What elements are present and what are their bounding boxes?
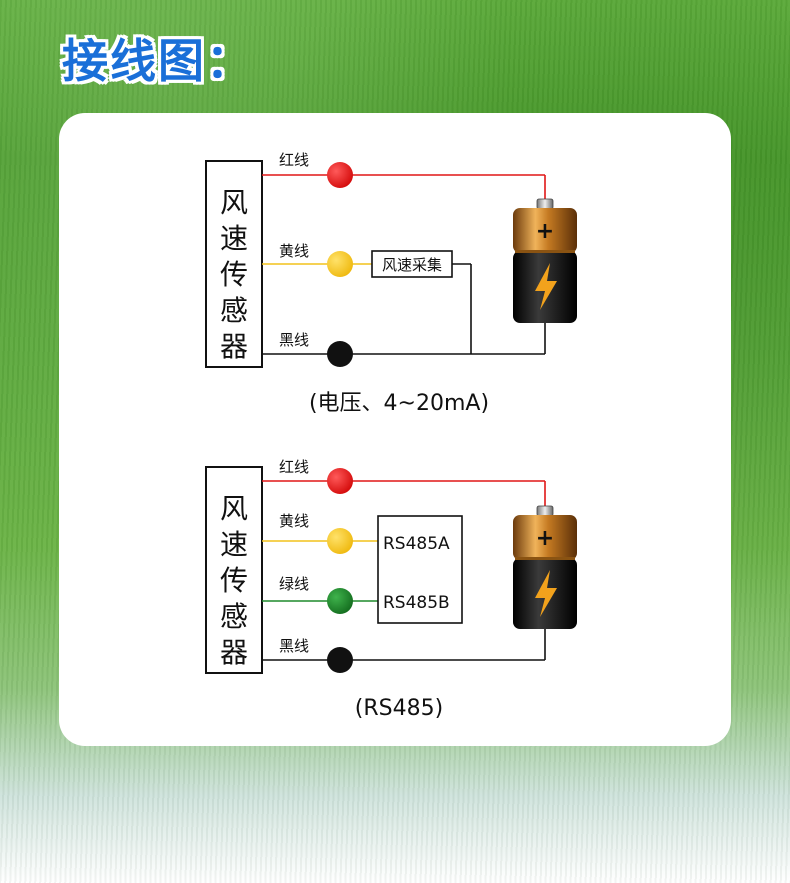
wire-label-red: 红线 — [279, 151, 309, 169]
wire-label-black: 黑线 — [279, 637, 309, 655]
diagram-rs485: 风 速 传 感 器 红线 黄线 绿线 RS485A RS485B — [205, 458, 577, 721]
sensor-label-char: 传 — [220, 258, 248, 291]
terminal-yellow — [327, 251, 353, 277]
sensor-label-char: 速 — [220, 222, 248, 255]
sensor-label-char: 风 — [220, 492, 248, 525]
terminal-red — [327, 468, 353, 494]
terminal-black — [327, 647, 353, 673]
sensor-label-char: 传 — [220, 564, 248, 597]
terminal-yellow — [327, 528, 353, 554]
terminal-green — [327, 588, 353, 614]
wire-label-red: 红线 — [279, 458, 309, 476]
diagram-voltage-current: 风 速 传 感 器 红线 黄线 风速采集 黑线 — [205, 151, 577, 416]
battery-plus-icon: + — [536, 526, 554, 551]
terminal-red — [327, 162, 353, 188]
wire-label-yellow: 黄线 — [279, 242, 309, 260]
wiring-diagram-svg: 风 速 传 感 器 红线 黄线 风速采集 黑线 — [205, 151, 577, 721]
wire-label-yellow: 黄线 — [279, 512, 309, 530]
battery-plus-icon: + — [536, 219, 554, 244]
diagram-card: 风 速 传 感 器 红线 黄线 风速采集 黑线 — [59, 113, 731, 746]
caption-rs485: (RS485) — [355, 696, 443, 721]
battery-icon: + — [513, 198, 577, 323]
rs485a-label: RS485A — [383, 534, 450, 554]
sensor-box — [205, 160, 263, 368]
battery-icon: + — [513, 505, 577, 629]
sensor-label-char: 器 — [220, 330, 248, 363]
lightning-bolt-icon — [535, 263, 557, 310]
acquisition-module-label: 风速采集 — [382, 256, 442, 274]
sensor-label-char: 感 — [220, 600, 248, 633]
sensor-label-char: 风 — [220, 186, 248, 219]
sensor-label-char: 感 — [220, 294, 248, 327]
lightning-bolt-icon — [535, 570, 557, 617]
rs485b-label: RS485B — [383, 593, 450, 613]
wire-label-black: 黑线 — [279, 331, 309, 349]
sensor-box — [205, 466, 263, 674]
sensor-label-char: 器 — [220, 636, 248, 669]
sensor-label-char: 速 — [220, 528, 248, 561]
terminal-black — [327, 341, 353, 367]
rs485-module-box — [377, 515, 463, 624]
wire-label-green: 绿线 — [279, 575, 309, 593]
page-title: 接线图： — [62, 34, 254, 88]
caption-voltage-current: (电压、4~20mA) — [309, 391, 489, 416]
